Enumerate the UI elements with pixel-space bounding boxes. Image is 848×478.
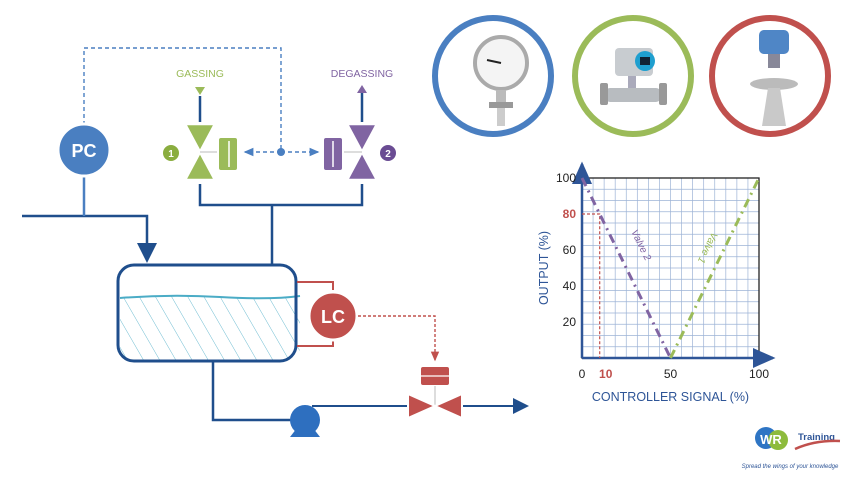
x-tick-label: 100	[749, 367, 769, 381]
pressure-gauge-image	[432, 15, 554, 137]
series-label: Valve 1	[695, 230, 719, 264]
x-axis-title: CONTROLLER SIGNAL (%)	[592, 390, 749, 404]
valve-1-badge	[163, 145, 179, 161]
valve-1-number: 1	[168, 149, 174, 160]
wr-training-logo[interactable]: WR Training Spread the wings of your kno…	[742, 427, 841, 470]
liquid-level	[119, 294, 301, 300]
level-controller[interactable]: LC	[307, 290, 359, 342]
y-tick-label: 60	[563, 243, 577, 257]
lc-signal-line	[358, 315, 440, 362]
logo-brand: WR	[760, 432, 782, 447]
signal-split-node	[277, 148, 285, 156]
inlet-pipe	[22, 214, 157, 263]
pc-signal-line	[83, 47, 282, 152]
outlet-pipe	[211, 360, 298, 422]
pressure-controller[interactable]: PC	[56, 122, 112, 178]
valve-2-number: 2	[385, 149, 391, 160]
gassing-actuator	[217, 136, 239, 172]
level-control-valve[interactable]	[407, 365, 463, 420]
degassing-outlet-icon	[357, 85, 367, 93]
x-tick-label: 0	[579, 367, 586, 381]
logo-text: Training	[798, 432, 835, 443]
gas-header-pipe	[198, 184, 364, 207]
pump[interactable]	[290, 405, 320, 437]
pc-tag: PC	[71, 141, 96, 161]
radar-level-transmitter-image	[709, 15, 831, 137]
logo-tagline: Spread the wings of your knowledge	[742, 464, 839, 470]
highlight-guide	[582, 213, 601, 358]
y-axis-title: OUTPUT (%)	[537, 231, 551, 305]
x-tick-label: 10	[599, 367, 613, 381]
y-tick-label: 100	[556, 171, 576, 185]
y-tick-label: 80	[563, 207, 577, 221]
y-tick-label: 20	[563, 315, 577, 329]
vessel	[116, 263, 301, 363]
logo-r-icon	[768, 430, 788, 450]
valve-2-badge	[380, 145, 396, 161]
y-tick-label: 40	[563, 279, 577, 293]
x-tick-label: 50	[664, 367, 678, 381]
lc-tag: LC	[321, 307, 345, 327]
gassing-label: GASSING	[176, 68, 224, 80]
logo-swoosh	[794, 439, 841, 451]
degassing-label: DEGASSING	[331, 68, 393, 80]
gassing-valve[interactable]	[182, 122, 239, 182]
degassing-valve[interactable]	[322, 122, 380, 182]
coriolis-flowmeter-image	[572, 15, 694, 137]
radar-housing-icon	[759, 30, 789, 54]
gassing-inlet-icon	[195, 87, 205, 95]
